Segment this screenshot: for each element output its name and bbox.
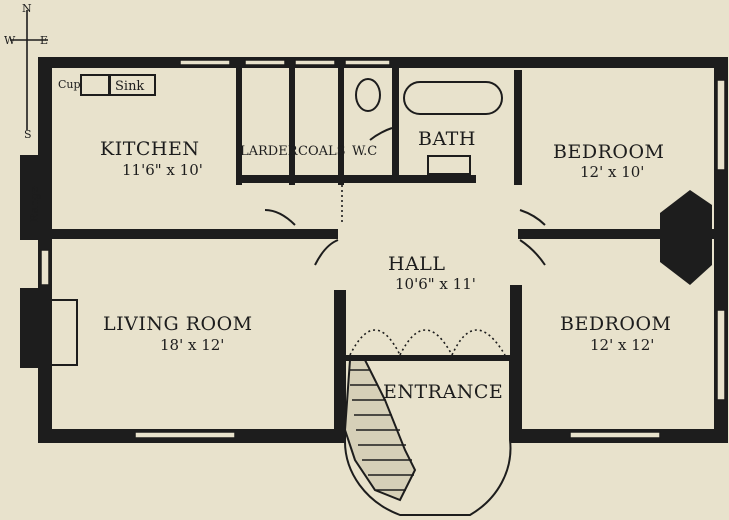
sink-outline [109,74,156,96]
walls [20,57,728,443]
bath-name: BATH [418,128,476,150]
bedroom2-size: 12' x 12' [590,336,654,354]
kitchen-name: KITCHEN [100,138,199,160]
hall-size: 10'6" x 11' [395,275,476,293]
windows [40,59,726,439]
range-label: Range [28,186,41,222]
fixtures [41,74,503,439]
entrance-steps [343,359,512,516]
coals-name: COALS [298,144,346,159]
cupboard-shelves [80,74,110,96]
living-room-size: 18' x 12' [160,336,224,354]
compass: N W E S [4,2,48,141]
compass-north: N [22,2,32,15]
bedroom1-size: 12' x 10' [580,163,644,181]
basin [427,155,471,175]
larder-name: LARDER [240,144,299,159]
door-swings [264,127,546,266]
compass-east: E [40,34,48,47]
hall-name: HALL [388,253,446,275]
wc-name: W.C [352,144,377,159]
fireplace [41,299,78,366]
sink-label: Sink [115,79,144,94]
wc-bowl [355,78,381,112]
bedroom1-name: BEDROOM [553,141,664,163]
kitchen-size: 11'6" x 10' [122,161,203,179]
living-room-name: LIVING ROOM [103,313,253,335]
bathtub [403,81,503,115]
entrance-name: ENTRANCE [383,381,503,403]
cup-label: Cup [58,78,81,91]
compass-west: W [4,34,16,47]
bedroom2-name: BEDROOM [560,313,671,335]
compass-south: S [24,128,32,141]
entrance-doors [341,185,506,356]
